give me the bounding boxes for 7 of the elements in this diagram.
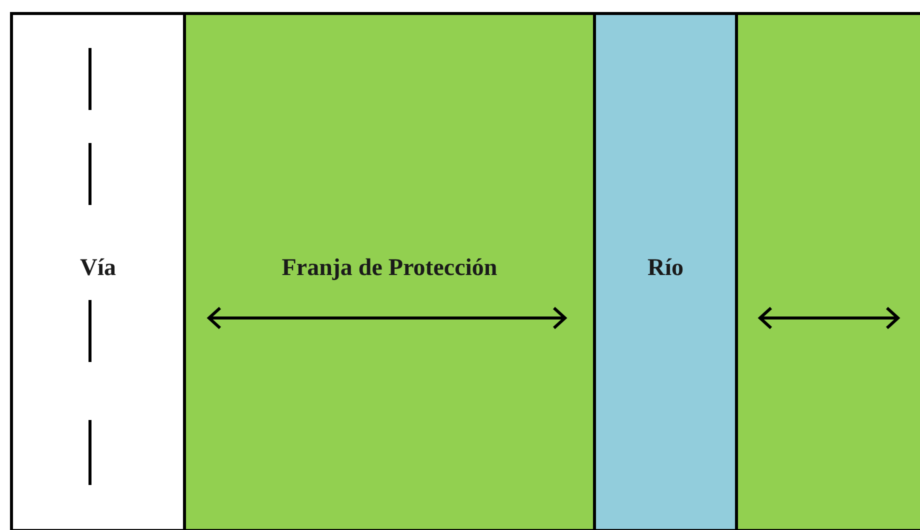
protection-strip-band <box>735 12 920 530</box>
band-label: Vía <box>80 255 116 282</box>
band-label: Río <box>648 255 684 282</box>
road-band <box>10 12 186 530</box>
protection-strip-band <box>183 12 596 530</box>
band-label: Franja de Protección <box>282 255 498 282</box>
river-band <box>593 12 738 530</box>
